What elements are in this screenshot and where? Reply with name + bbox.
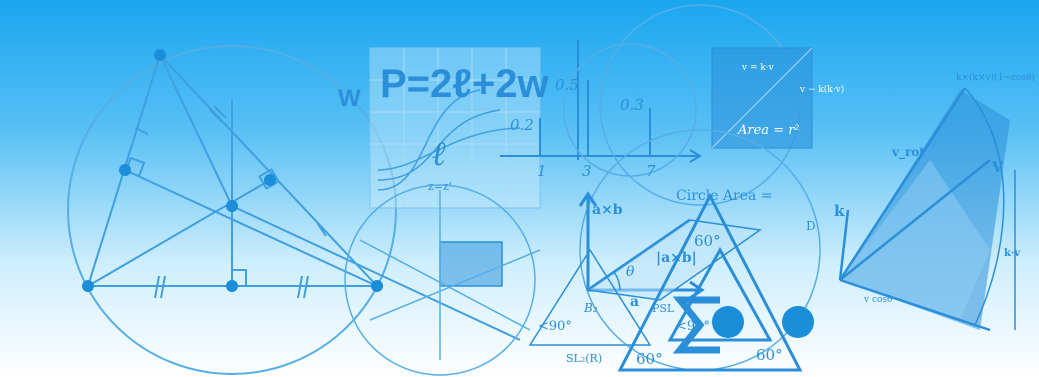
right-angle-mark-1 — [231, 269, 247, 287]
theta-label: θ — [626, 264, 635, 280]
sigma-shape — [672, 296, 720, 354]
tick-mark — [297, 275, 303, 299]
small-triangle — [528, 248, 652, 346]
v-vector — [839, 159, 991, 281]
lt90-label: <90° — [676, 319, 710, 334]
ell-label: ℓ — [432, 134, 447, 174]
cross-product-figure — [578, 191, 762, 301]
base-line — [839, 278, 991, 332]
vertex-point — [226, 200, 238, 212]
k-axis — [838, 209, 850, 281]
median-line-1 — [87, 179, 271, 287]
median-line-2 — [124, 169, 378, 287]
vrot-label: v_rot — [891, 145, 925, 160]
extension-line — [231, 205, 521, 341]
tick-mark — [154, 275, 160, 299]
filled-dots — [712, 306, 814, 338]
deg-label: 60° — [636, 350, 663, 368]
dot — [712, 306, 744, 338]
kv-label: k·v — [1004, 248, 1021, 259]
rotation-diagram: v_rot V k k·v k×(k×v)(1−cosθ) v cosθ — [834, 72, 1035, 332]
value-label: 0.2 — [510, 116, 534, 134]
z-label: z=z' — [428, 180, 452, 193]
vertex-point — [371, 280, 383, 292]
tick-label: 7 — [646, 162, 656, 180]
value-label: 0.3 — [620, 96, 644, 114]
deg-label: 60° — [756, 346, 783, 364]
vrot-vector — [838, 87, 967, 281]
a-vector-label: a — [630, 294, 639, 310]
triangle-labels: 60° 60° 60° <90° <90° SL₂(R) PSL B₂ D — [538, 219, 816, 368]
vertex-point — [154, 49, 166, 61]
psl-label: PSL — [652, 302, 675, 315]
tick-mark — [209, 109, 223, 123]
tick-label: 3 — [582, 162, 592, 180]
tick-mark — [317, 223, 327, 237]
value-label: 0.5 — [555, 76, 579, 94]
b2-label: B₂ — [583, 301, 598, 315]
k-label: k — [834, 202, 845, 220]
vertex-point — [82, 280, 94, 292]
tick-mark — [134, 127, 149, 135]
large-triangle — [617, 192, 803, 372]
small-circle — [344, 184, 536, 376]
triangles-figure — [528, 192, 803, 372]
right-angle-mark-2 — [124, 156, 146, 178]
x-axis-arrow — [689, 149, 702, 163]
area-formula: Area = r² — [737, 123, 800, 138]
vertex-point — [226, 280, 238, 292]
stem-plot — [500, 4, 801, 206]
vertex-point — [119, 164, 131, 176]
lt90-label: <90° — [538, 319, 572, 334]
formula-w-label: W — [338, 85, 361, 112]
mid-triangle — [667, 246, 773, 342]
parallelogram — [585, 219, 762, 301]
vector-formula: v − k(k·v) — [799, 84, 844, 95]
vector-formula: v = k·v — [741, 63, 775, 73]
big-circumcircle — [67, 45, 397, 375]
tick-label: 1 — [537, 162, 547, 180]
perimeter-formula: P=2ℓ+2w — [380, 62, 549, 106]
shaded-rect — [439, 241, 503, 287]
bisector-line — [159, 54, 233, 207]
dot — [782, 306, 814, 338]
cross-product-labels: a×b θ |a×b| a — [592, 202, 697, 310]
tick-mark — [303, 275, 309, 299]
stem-labels: 0.5 0.3 0.2 1 3 7 — [510, 76, 656, 180]
circle-area-text: Circle Area = — [676, 188, 773, 204]
triangle-vertices — [82, 49, 383, 292]
d-label: D — [806, 219, 816, 233]
sl2r-label: SL₂(R) — [566, 352, 602, 365]
rotation-shade-light — [840, 160, 990, 320]
vcos-label: v cosθ — [863, 295, 892, 305]
deg-label: 60° — [694, 232, 721, 250]
v-label: V — [991, 160, 1004, 176]
central-circle-figure — [344, 129, 821, 376]
rotation-arc — [964, 87, 1005, 326]
vertex-point — [264, 174, 276, 186]
axb-label: a×b — [592, 202, 623, 218]
sigmoid-curves — [377, 89, 521, 191]
formula-panel: W P=2ℓ+2w ℓ z=z' — [338, 47, 549, 209]
rodrigues-label: k×(k×v)(1−cosθ) — [956, 72, 1035, 83]
area-square-figure: Area = r² v = k·v v − k(k·v) — [711, 47, 844, 149]
tick-mark — [160, 275, 166, 299]
tick-mark — [213, 105, 227, 119]
